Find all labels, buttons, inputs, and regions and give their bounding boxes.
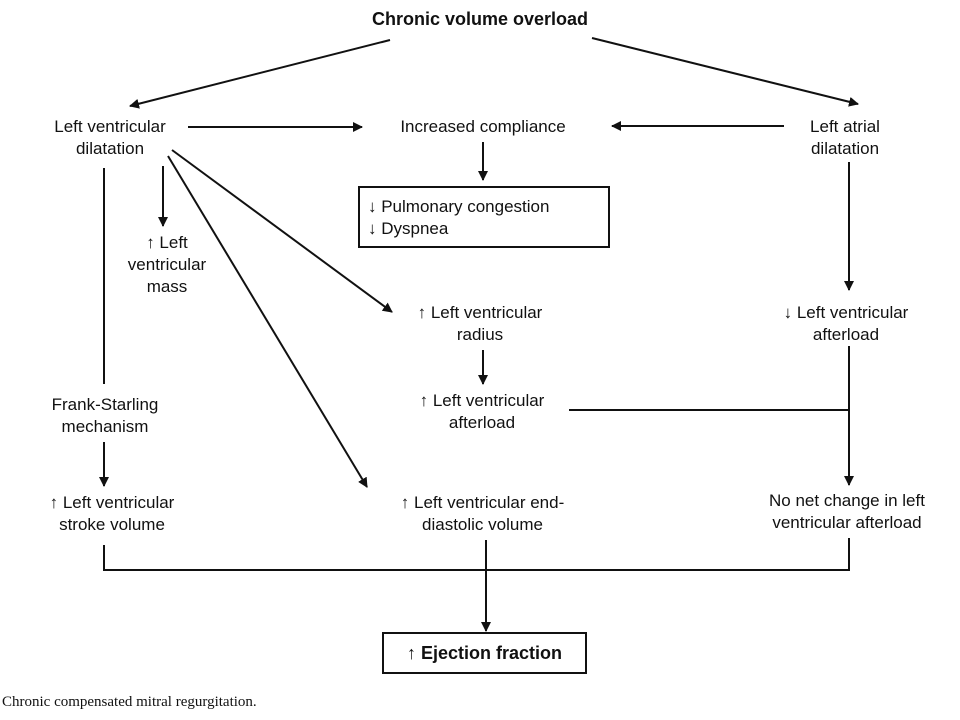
node-increased-compliance: Increased compliance [400, 117, 566, 136]
node-lv-stroke-volume: ↑ Left ventricular stroke volume [49, 493, 175, 534]
node-pulmonary-dyspnea: ↓ Pulmonary congestion ↓ Dyspnea [368, 197, 550, 238]
node-lv-afterload-decreased: ↓ Left ventricular afterload [783, 303, 909, 344]
node-lv-afterload-increased: ↑ Left ventricular afterload [419, 391, 545, 432]
arrow-lv-to-edv [167, 155, 368, 488]
node-chronic-volume-overload: Chronic volume overload [371, 9, 589, 29]
node-lv-radius: ↑ Left ventricular radius [417, 303, 543, 344]
node-lv-dilatation: Left ventricular dilatation [54, 117, 166, 158]
arrow-overload-to-la-dilatation [591, 37, 859, 107]
ejection-box [382, 632, 587, 674]
node-lv-mass: ↑ Left ventricular mass [127, 233, 207, 296]
pulmonary-box [358, 186, 610, 248]
node-lv-end-diastolic-volume: ↑ Left ventricular end- diastolic volume [400, 493, 565, 534]
line-stroke-to-bottom [103, 545, 483, 571]
node-no-net-change: No net change in left ventricular afterl… [769, 491, 925, 532]
arrow-lv-to-radius [171, 149, 393, 313]
node-frank-starling: Frank-Starling mechanism [51, 395, 159, 436]
figure-caption: Chronic compensated mitral regurgitation… [2, 694, 257, 710]
node-ejection-fraction: ↑ Ejection fraction [406, 643, 563, 663]
node-la-dilatation: Left atrial dilatation [810, 117, 880, 158]
arrow-overload-to-lv-dilatation [129, 39, 391, 109]
line-no-net-to-bottom [483, 538, 850, 571]
